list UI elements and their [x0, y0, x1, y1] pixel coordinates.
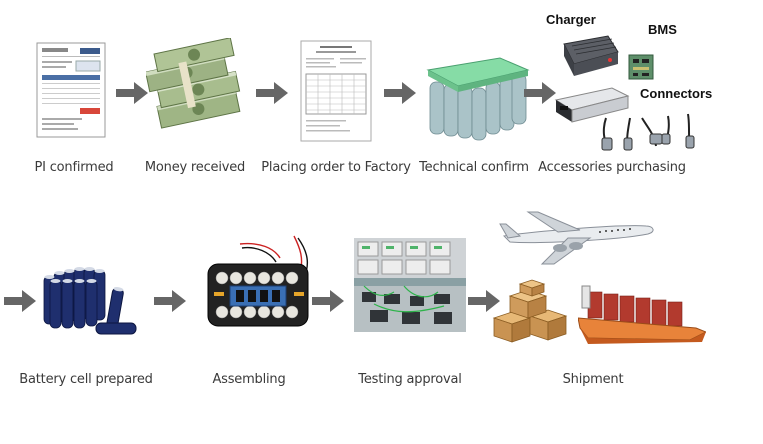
arrow-right-icon: [4, 290, 36, 312]
arrow-right-icon: [256, 82, 288, 104]
power-supply-image: [552, 84, 632, 124]
arrow-right-icon: [154, 290, 186, 312]
arrow-right-icon: [384, 82, 416, 104]
order-document-image: [300, 40, 372, 142]
testing-lab-image: [354, 238, 466, 332]
charger-label: Charger: [546, 12, 596, 27]
bms-label: BMS: [648, 22, 677, 37]
step-caption-assembling: Assembling: [212, 372, 286, 387]
arrow-right-icon: [524, 82, 556, 104]
bms-board-image: [628, 54, 654, 80]
step-caption-shipment: Shipment: [562, 372, 624, 387]
arrow-right-icon: [468, 290, 500, 312]
step-caption-accessories-purchasing: Accessories purchasing: [538, 160, 686, 175]
money-stack-image: [146, 38, 246, 138]
battery-cells-image: [40, 262, 140, 342]
step-caption-placing-order: Placing order to Factory: [261, 160, 411, 175]
connectors-label: Connectors: [640, 86, 713, 101]
battery-pack-image: [424, 52, 530, 144]
arrow-right-icon: [312, 290, 344, 312]
arrow-right-icon: [116, 82, 148, 104]
step-caption-testing-approval: Testing approval: [358, 372, 462, 387]
step-caption-battery-cell-prepared: Battery cell prepared: [19, 372, 153, 387]
step-caption-pi-confirmed: PI confirmed: [34, 160, 114, 175]
charger-image: [560, 34, 620, 82]
cargo-boxes-image: [490, 278, 576, 344]
airplane-image: [498, 210, 658, 270]
pi-document-image: [36, 42, 106, 138]
connectors-image: [592, 112, 702, 156]
assembled-pack-image: [200, 234, 320, 334]
step-caption-money-received: Money received: [144, 160, 246, 175]
step-caption-technical-confirm: Technical confirm: [419, 160, 529, 175]
cargo-ship-image: [578, 282, 706, 346]
